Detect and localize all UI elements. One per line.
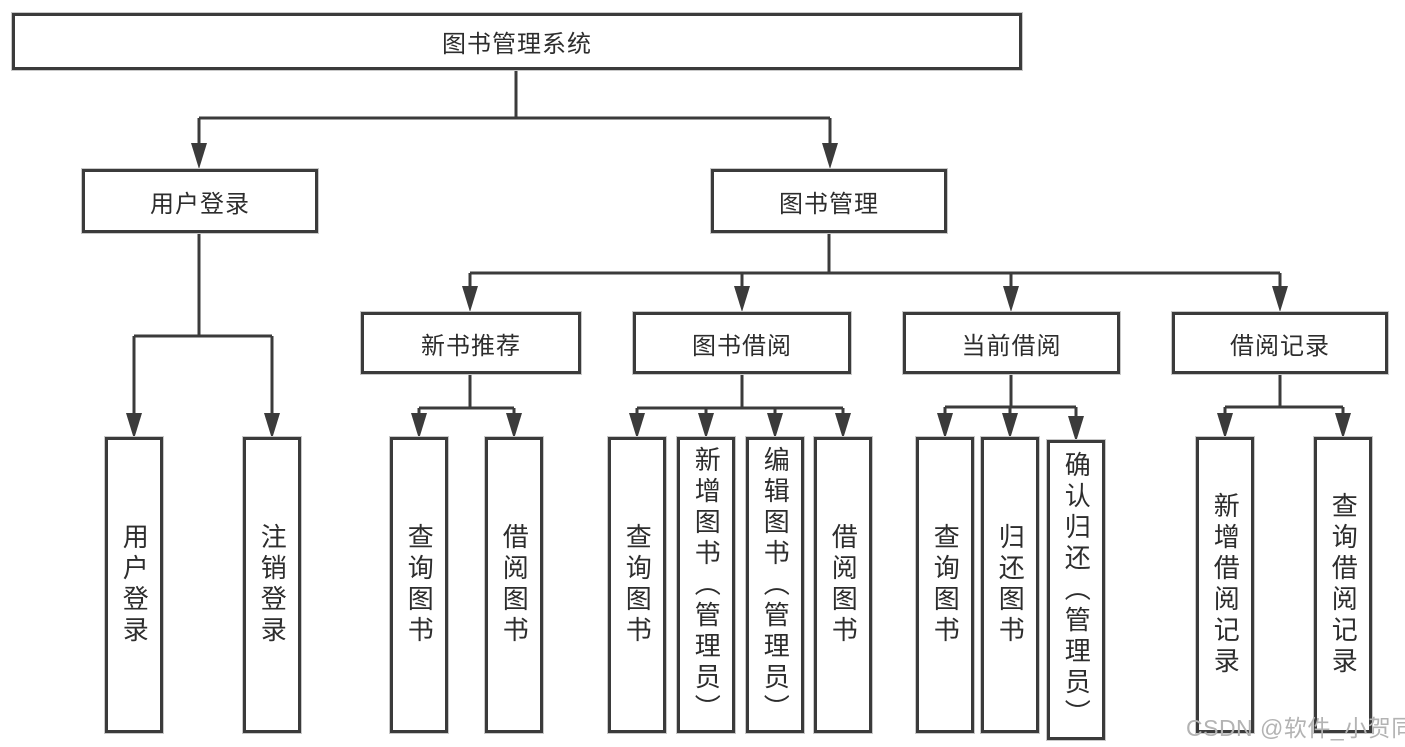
leaf-label: 注销登录 [257, 523, 288, 647]
leaf-borrow-books-2: 借阅图书 [814, 437, 872, 733]
leaf-label: 查询图书 [404, 523, 435, 647]
leaf-return-book: 归还图书 [981, 437, 1039, 733]
leaf-label: 查询借阅记录 [1328, 492, 1359, 678]
node-book-borrow: 图书借阅 [633, 312, 851, 374]
node-label: 借阅记录 [1230, 332, 1330, 360]
leaf-label: 新增图书（管理员） [691, 445, 722, 725]
csdn-watermark: CSDN @软件_小贺同学 [1186, 715, 1405, 741]
leaf-confirm-return-admin: 确认归还（管理员） [1047, 440, 1105, 740]
leaf-edit-book-admin: 编辑图书（管理员） [746, 437, 804, 733]
leaf-label: 借阅图书 [828, 523, 859, 647]
leaf-query-borrow-record: 查询借阅记录 [1314, 437, 1372, 733]
node-label: 用户登录 [150, 190, 250, 218]
leaf-query-books-1: 查询图书 [390, 437, 448, 733]
leaf-query-books-3: 查询图书 [916, 437, 974, 733]
node-library-management-system: 图书管理系统 [12, 13, 1022, 70]
leaf-label: 查询图书 [622, 523, 653, 647]
leaf-label: 新增借阅记录 [1210, 492, 1241, 678]
node-label: 当前借阅 [961, 332, 1062, 360]
leaf-logout: 注销登录 [243, 437, 301, 733]
leaf-label: 用户登录 [119, 523, 150, 647]
node-label: 新书推荐 [421, 332, 521, 360]
node-user-login: 用户登录 [82, 169, 318, 233]
node-book-management: 图书管理 [711, 169, 947, 233]
node-label: 图书管理 [779, 190, 879, 218]
node-current-borrow: 当前借阅 [903, 312, 1120, 374]
node-borrow-records: 借阅记录 [1172, 312, 1388, 374]
node-label: 图书管理系统 [442, 31, 592, 58]
node-new-book-recommend: 新书推荐 [361, 312, 581, 374]
leaf-label: 查询图书 [930, 523, 961, 647]
node-label: 图书借阅 [692, 332, 792, 360]
leaf-add-book-admin: 新增图书（管理员） [677, 437, 735, 733]
leaf-label: 借阅图书 [499, 523, 530, 647]
leaf-query-books-2: 查询图书 [608, 437, 666, 733]
leaf-label: 归还图书 [995, 523, 1026, 647]
leaf-add-borrow-record: 新增借阅记录 [1196, 437, 1254, 733]
leaf-label: 确认归还（管理员） [1061, 450, 1092, 730]
leaf-label: 编辑图书（管理员） [760, 445, 791, 725]
leaf-borrow-books-1: 借阅图书 [485, 437, 543, 733]
leaf-user-login: 用户登录 [105, 437, 163, 733]
